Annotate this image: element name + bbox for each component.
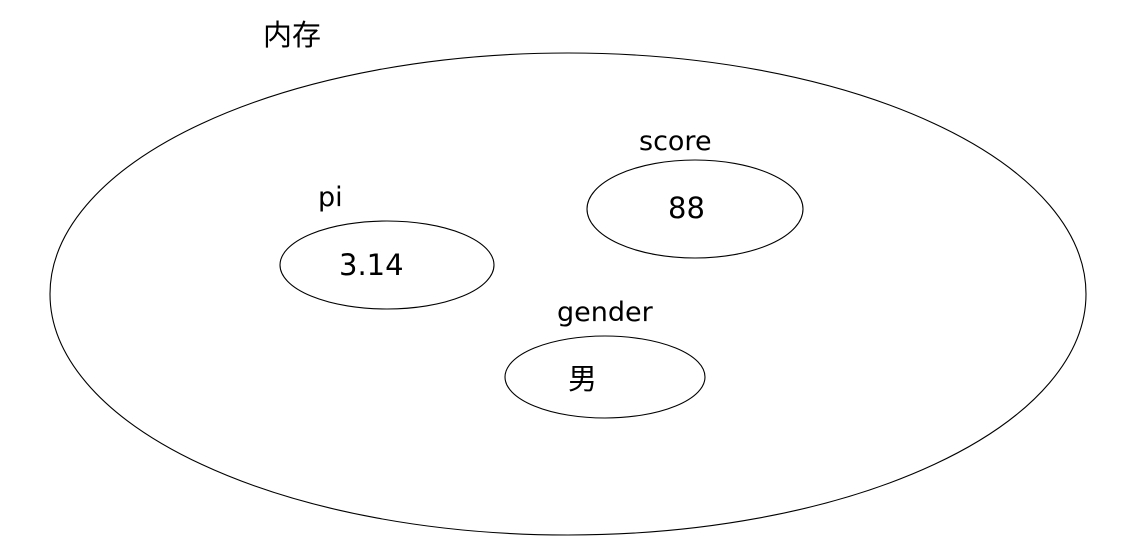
variable-value-score: 88 <box>668 191 705 225</box>
variable-ellipse-gender <box>504 335 706 419</box>
variable-ellipse-pi <box>279 220 495 310</box>
variable-value-pi: 3.14 <box>339 248 404 282</box>
variable-label-score: score <box>639 126 712 157</box>
variable-label-pi: pi <box>318 182 343 213</box>
variable-ellipse-score <box>586 159 804 259</box>
variable-label-gender: gender <box>557 297 653 328</box>
memory-container-title: 内存 <box>263 18 322 52</box>
variable-value-gender: 男 <box>568 362 598 396</box>
memory-container-ellipse <box>49 52 1087 536</box>
